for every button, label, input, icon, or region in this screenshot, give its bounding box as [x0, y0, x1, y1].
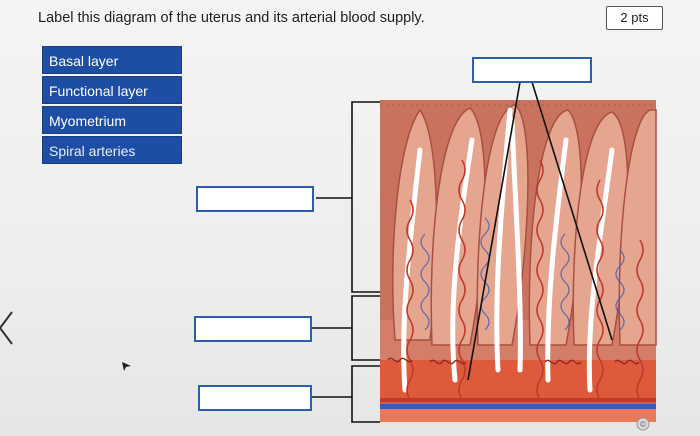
svg-text:©: ©: [640, 420, 646, 429]
points-badge: 2 pts: [606, 6, 663, 30]
drop-target-functional[interactable]: [196, 186, 314, 212]
drop-target-myometrium[interactable]: [198, 385, 312, 411]
question-text: Label this diagram of the uterus and its…: [38, 10, 425, 26]
label-chip-myometrium[interactable]: Myometrium: [42, 106, 182, 134]
back-chevron-icon[interactable]: [0, 308, 16, 348]
copyright-icon: ©: [636, 417, 650, 431]
cursor-arrow-icon: [122, 362, 131, 371]
drop-target-basal[interactable]: [194, 316, 312, 342]
label-chip-basal-layer[interactable]: Basal layer: [42, 46, 182, 74]
label-chip-functional-layer[interactable]: Functional layer: [42, 76, 182, 104]
label-chip-spiral-arteries[interactable]: Spiral arteries: [42, 136, 182, 164]
word-bank: Basal layer Functional layer Myometrium …: [42, 46, 182, 166]
drop-target-top[interactable]: [472, 57, 592, 83]
